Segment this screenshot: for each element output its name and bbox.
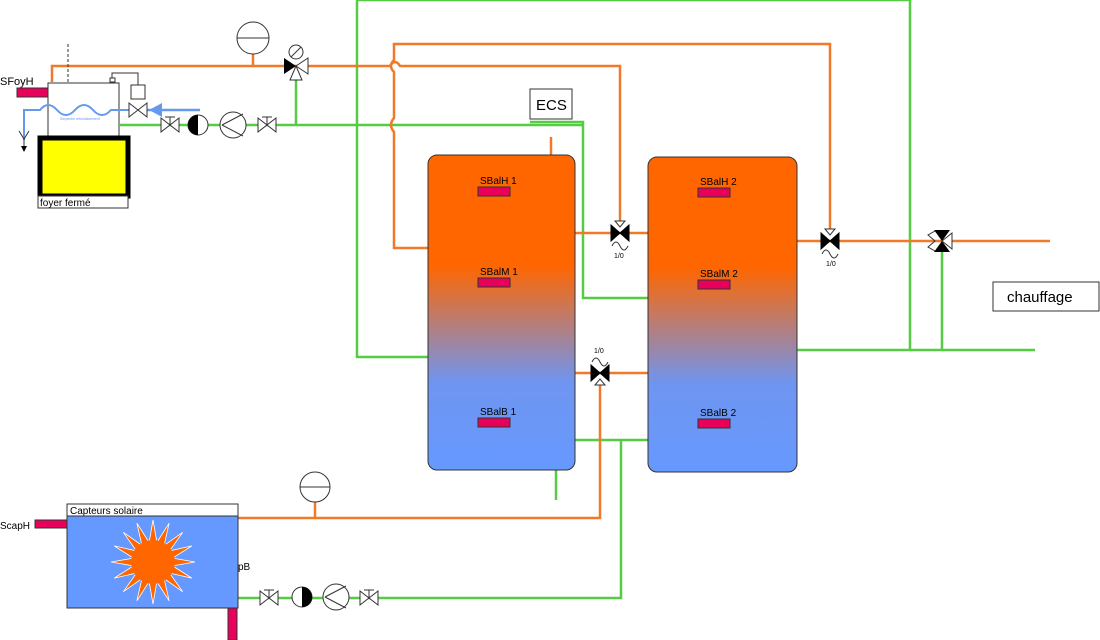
thermal-valve-icon[interactable]: [128, 102, 148, 118]
sensor-label: SBalH 2: [700, 177, 737, 188]
capteurs-solaire: Capteurs solaire ScapH pB: [0, 503, 251, 640]
pump-icon[interactable]: [322, 583, 350, 611]
tank-2: SBalH 2 SBalM 2 SBalB 2: [647, 156, 798, 473]
serpentin-label: Serpentin refroidissement: [60, 117, 100, 121]
cold-pipes: [120, 0, 1035, 600]
foyer-label: foyer fermé: [40, 198, 91, 209]
scaph-label: ScapH: [0, 521, 30, 532]
valve-ecs[interactable]: 1/0: [610, 220, 630, 260]
sensor-sbalh2: [697, 187, 731, 198]
valve-label: 1/0: [614, 253, 624, 260]
sensor-label: SBalM 1: [480, 267, 518, 278]
sensor-sfoyh: [16, 87, 49, 98]
chauffage-box: [992, 281, 1100, 312]
sensor-sbalb2: [697, 418, 731, 429]
sensor-sbalm1: [477, 277, 511, 288]
sensor-scaph: [34, 519, 68, 529]
sensor-sbalb1: [477, 417, 511, 428]
pump-icon[interactable]: [219, 111, 247, 139]
scapb-label: pB: [238, 562, 251, 573]
boiler-circuit-components: [160, 21, 309, 139]
valve-tank-link[interactable]: 1/0: [590, 348, 610, 386]
sensor-label: SBalM 2: [700, 269, 738, 280]
mixing-valve-chauffage[interactable]: [927, 230, 953, 252]
sfoyh-label: SFoyH: [0, 76, 34, 88]
ecs-label: ECS: [536, 97, 567, 114]
valve-label: 1/0: [594, 348, 604, 355]
three-way-valve-icon[interactable]: [289, 64, 303, 81]
sensor-scapb: [227, 607, 238, 640]
valve-label: 1/0: [826, 261, 836, 268]
sensor-label: SBalB 1: [480, 407, 517, 418]
capteurs-label: Capteurs solaire: [70, 506, 143, 517]
sensor-sbalm2: [697, 279, 731, 290]
tank-1: SBalH 1 SBalM 1 SBalB 1: [427, 154, 576, 471]
sensor-label: SBalB 2: [700, 408, 737, 419]
sun-icon: [110, 519, 196, 605]
ecs-box: [529, 88, 573, 120]
sensor-label: SBalH 1: [480, 176, 517, 187]
chauffage-label: chauffage: [1007, 289, 1073, 306]
foyer-ferme: foyer fermé SFoyH Serpentin refroidissem…: [0, 44, 200, 209]
sensor-sbalh1: [477, 186, 511, 197]
valve-chauffage[interactable]: 1/0: [820, 228, 840, 268]
solar-circuit-components: [259, 471, 379, 611]
flow-arrow-icon: [149, 103, 162, 117]
